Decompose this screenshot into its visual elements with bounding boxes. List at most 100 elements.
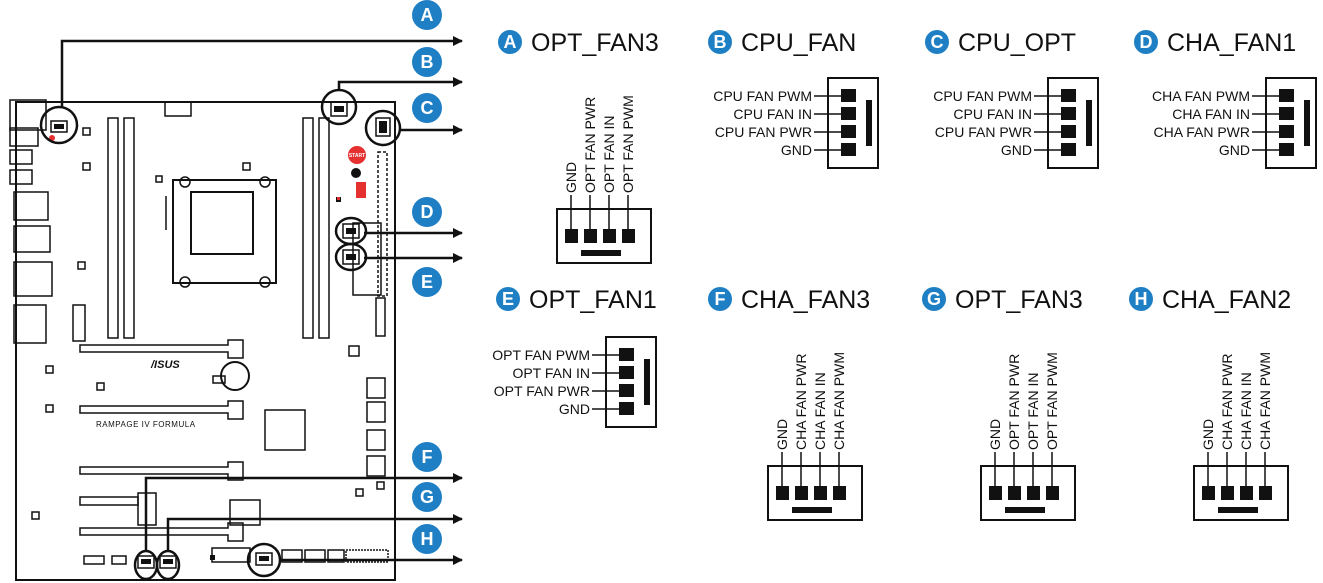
badge-a: A [498, 30, 522, 54]
pin-label: CHA FAN PWM [831, 352, 847, 450]
connector-key [1218, 507, 1258, 513]
pin [565, 229, 578, 243]
start-button-label: START [349, 153, 365, 159]
pin-label: OPT FAN PWM [620, 95, 636, 193]
pin-label: CPU FAN IN [733, 106, 812, 122]
pin [1061, 107, 1076, 120]
panel-title: CPU_OPT [958, 29, 1076, 57]
panel-cpu-opt: C CPU_OPT CPU FAN PWM CPU FAN IN CPU FAN PWR… [925, 29, 1099, 169]
pin-label: OPT FAN PWR [1006, 354, 1022, 450]
pin [619, 348, 634, 361]
pin-label: GND [774, 419, 790, 450]
pin-label: CHA FAN IN [1172, 106, 1250, 122]
pin-label: GND [987, 419, 1003, 450]
pin [1259, 486, 1272, 500]
pin [795, 486, 808, 500]
pin [1279, 143, 1294, 156]
svg-text:E: E [502, 289, 514, 309]
pin [1202, 486, 1215, 500]
svg-text:G: G [927, 289, 941, 309]
pin-label: OPT FAN PWM [1044, 352, 1060, 450]
badge-g: G [922, 287, 946, 311]
pin-label: CHA FAN IN [1238, 372, 1254, 450]
badge-d: D [412, 197, 442, 227]
board-logo: /ISUS [150, 359, 180, 371]
pin [1240, 486, 1253, 500]
pin [1279, 89, 1294, 102]
connector-key [644, 359, 650, 405]
svg-text:E: E [421, 272, 433, 292]
pin-label: CPU FAN PWR [935, 124, 1032, 140]
svg-text:A: A [504, 32, 517, 52]
start-button-icon [348, 146, 366, 164]
motherboard-outline [9, 99, 396, 581]
pin-label: CPU FAN PWR [715, 124, 812, 140]
board-model-label: RAMPAGE IV FORMULA [96, 420, 196, 429]
pin-label: CPU FAN PWM [933, 88, 1032, 104]
pin-label: CHA FAN PWM [1257, 352, 1273, 450]
pin-label: CHA FAN PWR [793, 354, 809, 450]
panel-title: OPT_FAN1 [529, 286, 657, 314]
svg-text:B: B [714, 32, 727, 52]
pin [1027, 486, 1040, 500]
pin-label: CHA FAN PWR [1219, 354, 1235, 450]
pin [814, 486, 827, 500]
badge-c: C [925, 30, 949, 54]
connector-key [581, 250, 621, 256]
pin [776, 486, 789, 500]
connector-key [1304, 100, 1310, 146]
pin [841, 89, 856, 102]
panel-title: CHA_FAN3 [741, 286, 870, 314]
svg-text:D: D [421, 202, 434, 222]
connector-key [1086, 100, 1092, 146]
pin [989, 486, 1002, 500]
connector-key [792, 507, 832, 513]
pin [1279, 107, 1294, 120]
pin [1061, 143, 1076, 156]
svg-text:F: F [715, 289, 726, 309]
svg-text:A: A [421, 5, 434, 25]
svg-text:F: F [422, 447, 433, 467]
pin-label: CPU FAN PWM [713, 88, 812, 104]
pin [841, 143, 856, 156]
badge-a: A [412, 0, 442, 30]
pin-label: GND [1219, 142, 1250, 158]
svg-text:C: C [421, 98, 434, 118]
pin-label: OPT FAN IN [601, 115, 617, 193]
pin-label: GND [1001, 142, 1032, 158]
badge-f: F [412, 442, 442, 472]
pin [1279, 125, 1294, 138]
marker-a [39, 105, 79, 145]
svg-text:H: H [1135, 289, 1148, 309]
pin [603, 229, 616, 243]
leader-lines [60, 36, 463, 565]
pin-label: CHA FAN PWR [1154, 124, 1250, 140]
pin-label: GND [559, 401, 590, 417]
pin-label: CHA FAN IN [812, 372, 828, 450]
panel-title: CPU_FAN [741, 29, 856, 57]
panel-title: CHA_FAN2 [1162, 286, 1291, 314]
badge-h: H [1129, 287, 1153, 311]
pin-label: OPT FAN PWR [494, 383, 590, 399]
badge-c: C [412, 93, 442, 123]
badge-g: G [412, 482, 442, 512]
pin [1046, 486, 1059, 500]
pin-label: CPU FAN IN [953, 106, 1032, 122]
svg-text:D: D [1140, 32, 1153, 52]
badge-h: H [412, 524, 442, 554]
pin-label: OPT FAN PWR [582, 97, 598, 193]
svg-text:C: C [931, 32, 944, 52]
pin [1008, 486, 1021, 500]
pin-label: GND [781, 142, 812, 158]
pin [622, 229, 635, 243]
pin-label: OPT FAN IN [1025, 372, 1041, 450]
pin-label: GND [1200, 419, 1216, 450]
pin [1061, 125, 1076, 138]
svg-text:G: G [420, 487, 434, 507]
